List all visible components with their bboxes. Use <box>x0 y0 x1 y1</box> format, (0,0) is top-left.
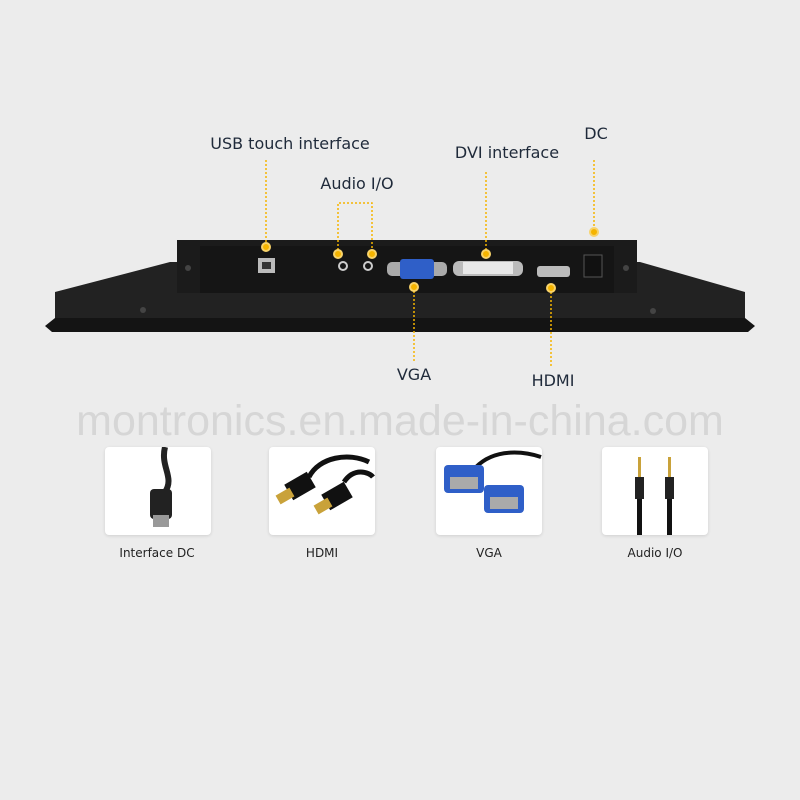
vga-cable-icon <box>444 450 542 513</box>
cable-card-dc <box>105 446 211 535</box>
callout-dots <box>261 227 599 293</box>
hdmi-cable-icon <box>275 454 375 515</box>
cable-label: VGA <box>476 546 502 560</box>
dc-cable-icon <box>150 446 172 527</box>
cable-label: HDMI <box>305 546 339 560</box>
cable-card-audio <box>602 447 708 535</box>
vga-port <box>387 259 447 279</box>
watermark: montronics.en.made-in-china.com <box>76 397 724 445</box>
dc-port <box>583 254 603 278</box>
cable-label: Interface DC <box>119 546 195 560</box>
audio-port <box>338 261 348 271</box>
callout-hdmi: HDMI <box>531 371 575 390</box>
callout-audio: Audio I/O <box>320 174 394 193</box>
callout-usb: USB touch interface <box>210 134 370 153</box>
audio-cable-icon <box>635 457 674 535</box>
hdmi-port <box>537 266 570 277</box>
cable-card-hdmi <box>269 447 375 535</box>
dvi-port <box>453 261 523 276</box>
cable-label: Audio I/O <box>627 546 683 560</box>
callout-dc: DC <box>584 124 608 143</box>
cable-card-vga <box>436 447 542 535</box>
audio-port <box>363 261 373 271</box>
callout-dvi: DVI interface <box>454 143 560 162</box>
callout-lines <box>265 160 595 368</box>
callout-vga: VGA <box>396 365 432 384</box>
